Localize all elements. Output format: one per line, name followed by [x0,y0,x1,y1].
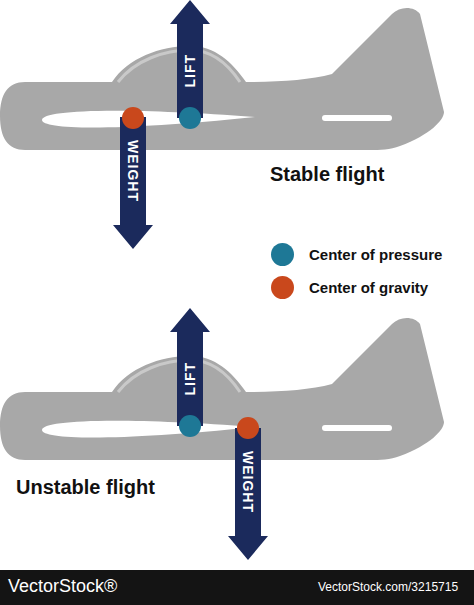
force-label: LIFT [182,54,198,88]
panel-caption: Unstable flight [16,476,155,499]
legend-row: Center of gravity [271,275,428,299]
arrow-polygon [228,428,268,560]
legend-swatch [271,243,294,266]
gravity-point [237,417,259,439]
arrow-text-box: LIFT [170,24,210,118]
legend-text: Center of gravity [309,279,428,296]
force-arrow: LIFT [170,308,210,426]
force-label: LIFT [182,362,198,396]
arrow-text-box: WEIGHT [228,428,268,536]
watermark: VectorStock.com/3215715 [318,580,458,594]
legend-row: Center of pressure [271,242,442,266]
arrow-polygon [113,117,153,249]
legend-swatch [271,276,294,299]
watermark: VectorStock® [8,576,117,597]
force-arrow: LIFT [170,0,210,118]
arrow-text-box: WEIGHT [113,117,153,225]
pressure-point [179,107,201,129]
panel-caption: Stable flight [270,163,384,186]
legend-text: Center of pressure [309,246,442,263]
force-label: WEIGHT [125,140,141,202]
arrow-polygon [170,0,210,118]
force-label: WEIGHT [240,451,256,513]
arrow-text-box: LIFT [170,332,210,426]
pressure-point [179,415,201,437]
arrow-polygon [170,308,210,426]
gravity-point [122,107,144,129]
force-arrow: WEIGHT [228,428,268,560]
force-arrow: WEIGHT [113,117,153,249]
